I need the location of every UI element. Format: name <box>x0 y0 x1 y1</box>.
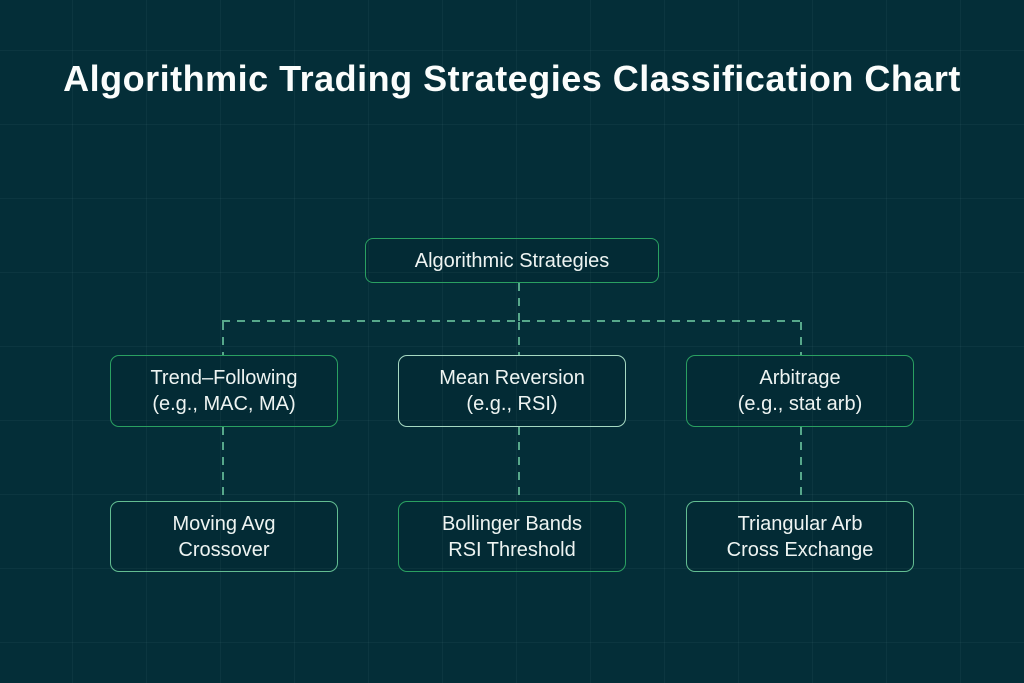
connector-link-mid <box>518 427 520 501</box>
page-title-line1: Algorithmic Trading Strategies <box>63 58 603 99</box>
node-label: Algorithmic Strategies <box>414 249 610 272</box>
node-trend-following: Trend–Following (e.g., MAC, MA) <box>110 355 338 427</box>
node-moving-avg-crossover: Moving Avg Crossover <box>110 501 338 572</box>
connector-drop-right <box>800 322 802 355</box>
node-label-line1: Mean Reversion <box>439 367 585 389</box>
page-title-line2: Classification Chart <box>612 58 961 99</box>
node-label-line1: Moving Avg <box>172 512 276 535</box>
node-mean-reversion: Mean Reversion (e.g., RSI) <box>398 355 626 427</box>
node-bollinger-rsi: Bollinger Bands RSI Threshold <box>398 501 626 572</box>
node-label-line2: Crossover <box>178 538 270 561</box>
connector-drop-left <box>222 322 224 355</box>
node-arbitrage: Arbitrage (e.g., stat arb) <box>686 355 914 427</box>
connector-link-left <box>222 427 224 501</box>
node-label-line1: Triangular Arb <box>737 512 863 535</box>
node-label-line2: RSI Threshold <box>448 538 576 561</box>
connector-link-right <box>800 427 802 501</box>
node-label-line2: (e.g., MAC, MA) <box>152 393 296 415</box>
node-algorithmic-strategies: Algorithmic Strategies <box>365 238 659 283</box>
node-label-line2: (e.g., RSI) <box>466 393 558 415</box>
node-label-line2: Cross Exchange <box>726 538 874 561</box>
node-label-line1: Trend–Following <box>150 367 298 389</box>
node-label-line2: (e.g., stat arb) <box>737 393 863 415</box>
connector-drop-mid <box>518 322 520 355</box>
connector-spine <box>222 320 802 322</box>
node-label-line1: Arbitrage <box>759 367 841 389</box>
node-label-line1: Bollinger Bands <box>441 512 583 535</box>
connector-root-drop <box>518 283 520 321</box>
page-title: Algorithmic Trading Strategies Classific… <box>0 52 1024 105</box>
node-triangular-arb: Triangular Arb Cross Exchange <box>686 501 914 572</box>
